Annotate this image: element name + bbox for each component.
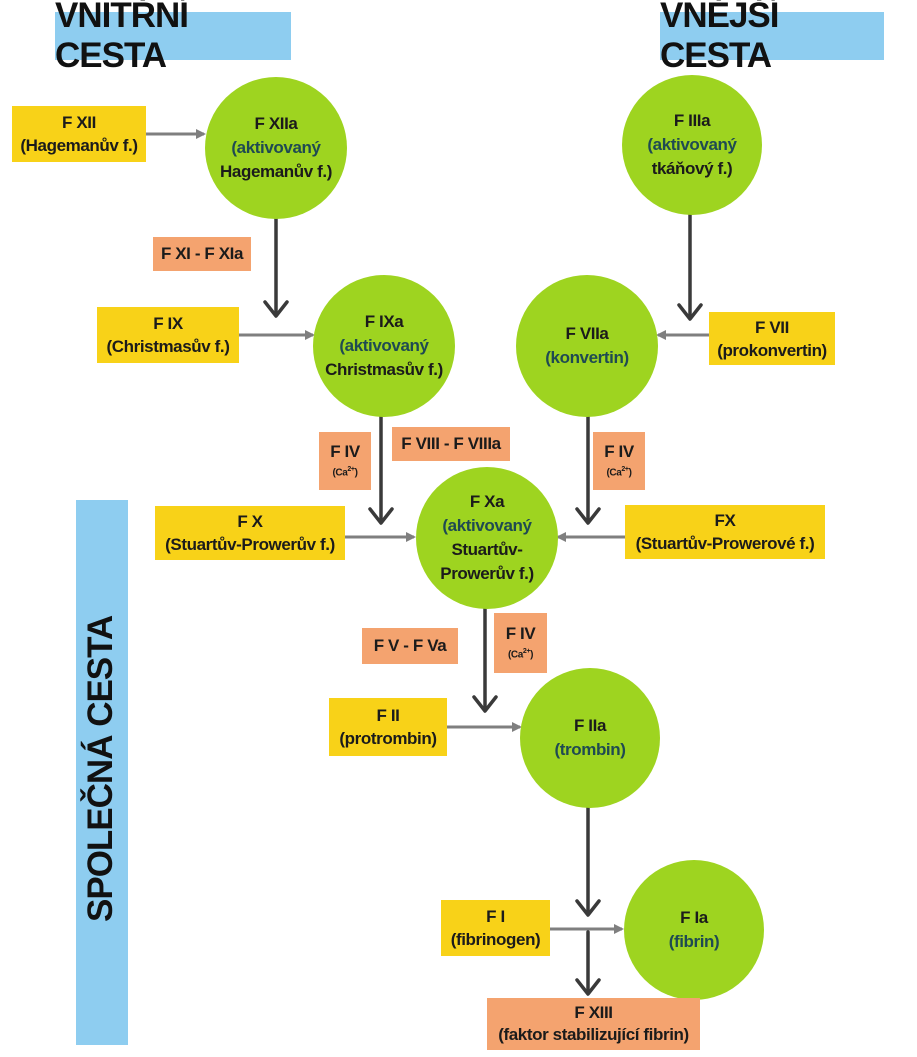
box-f5: F V - F Va: [362, 628, 458, 664]
box-f4-right: F IV (Ca2+): [593, 432, 645, 490]
f10a-desc1: (aktivovaný: [442, 516, 532, 535]
f10-left-desc: (Stuartův-Prowerův f.): [165, 535, 335, 554]
f12a-desc1: (aktivovaný: [231, 138, 321, 157]
box-f7: F VII (prokonvertin): [709, 312, 835, 365]
box-f4-bottom: F IV (Ca2+): [494, 613, 547, 673]
f10-right-name: FX: [714, 511, 736, 530]
f3a-desc2: tkáňový f.): [651, 159, 733, 178]
f9a-name: F IXa: [364, 312, 404, 331]
f9a-desc2: Christmasův f.): [325, 360, 443, 379]
f7-name: F VII: [755, 317, 789, 337]
arrow-f3a-down: [677, 213, 703, 321]
box-f12: F XII (Hagemanův f.): [12, 106, 146, 162]
f4-right-name: F IV: [604, 442, 634, 462]
f13-name: F XIII: [574, 1003, 613, 1022]
box-f4-left: F IV (Ca2+): [319, 432, 371, 490]
box-f11: F XI - F XIa: [153, 237, 251, 271]
arrow-f10a-down: [472, 604, 498, 713]
box-f1: F I (fibrinogen): [441, 900, 550, 956]
f1a-name: F Ia: [680, 908, 708, 927]
arrow-to-f13-down: [575, 930, 601, 996]
title-common-pathway: SPOLEČNÁ CESTA: [81, 615, 120, 922]
circle-f2a: F IIa (trombin): [520, 668, 660, 808]
f12a-desc2: Hagemanův f.): [220, 162, 332, 181]
f10-right-desc: (Stuartův-Prowerové f.): [635, 534, 815, 553]
circle-f1a: F Ia (fibrin): [624, 860, 764, 1000]
f2-name: F II: [376, 706, 400, 725]
circle-f9a: F IXa (aktivovaný Christmasův f.): [313, 275, 455, 417]
f4-left-calcium: (Ca2+): [332, 466, 358, 479]
f10a-desc3: Prowerův f.): [440, 564, 534, 583]
box-f9: F IX (Christmasův f.): [97, 307, 239, 363]
box-f8: F VIII - F VIIIa: [392, 427, 510, 461]
f3a-desc1: (aktivovaný: [647, 135, 737, 154]
f4-right-calcium: (Ca2+): [606, 466, 632, 479]
box-f10-left: F X (Stuartův-Prowerův f.): [155, 506, 345, 560]
f11-name: F XI - F XIa: [160, 244, 244, 263]
arrow-f9a-down: [368, 412, 394, 525]
f1-name: F I: [486, 907, 505, 926]
f12-name: F XII: [62, 113, 96, 132]
f10-left-name: F X: [237, 512, 263, 531]
circle-f10a: F Xa (aktivovaný Stuartův- Prowerův f.): [416, 467, 558, 609]
arrow-f12a-down: [263, 210, 289, 318]
f7a-desc1: (konvertin): [545, 348, 629, 367]
title-extrinsic-pathway: VNĚJŠÍ CESTA: [660, 0, 884, 75]
title-intrinsic-pathway: VNITŘNÍ CESTA: [55, 0, 291, 75]
common-pathway-band: [76, 500, 128, 1045]
f9-desc: (Christmasův f.): [106, 337, 230, 356]
f8-name: F VIII - F VIIIa: [401, 434, 501, 453]
box-f13: F XIII (faktor stabilizující fibrin): [487, 998, 700, 1050]
f7-desc: (prokonvertin): [717, 340, 827, 360]
f10a-name: F Xa: [469, 492, 505, 511]
box-f2: F II (protrombin): [329, 698, 447, 756]
arrow-f2a-down: [575, 804, 601, 917]
f12a-name: F XIIa: [254, 114, 298, 133]
f4-left-name: F IV: [330, 442, 360, 462]
f1-desc: (fibrinogen): [450, 930, 541, 949]
f3a-name: F IIIa: [673, 111, 711, 130]
circle-f7a: F VIIa (konvertin): [516, 275, 658, 417]
box-f10-right: FX (Stuartův-Prowerové f.): [625, 505, 825, 559]
f10a-desc2: Stuartův-: [451, 540, 523, 559]
f2a-name: F IIa: [573, 716, 606, 735]
circle-f12a: F XIIa (aktivovaný Hagemanův f.): [205, 77, 347, 219]
f2-desc: (protrombin): [339, 729, 437, 748]
f9a-desc1: (aktivovaný: [339, 336, 429, 355]
f4-bottom-name: F IV: [505, 624, 536, 644]
f5-name: F V - F Va: [373, 636, 447, 655]
f1a-desc1: (fibrin): [668, 932, 720, 951]
arrow-f7a-down: [575, 412, 601, 525]
f2a-desc1: (trombin): [554, 740, 626, 759]
circle-f3a: F IIIa (aktivovaný tkáňový f.): [622, 75, 762, 215]
f4-bottom-calcium: (Ca2+): [507, 648, 534, 661]
f7a-name: F VIIa: [565, 324, 609, 343]
f13-desc: (faktor stabilizující fibrin): [498, 1025, 689, 1044]
f12-desc: (Hagemanův f.): [20, 136, 138, 155]
f9-name: F IX: [153, 314, 183, 333]
